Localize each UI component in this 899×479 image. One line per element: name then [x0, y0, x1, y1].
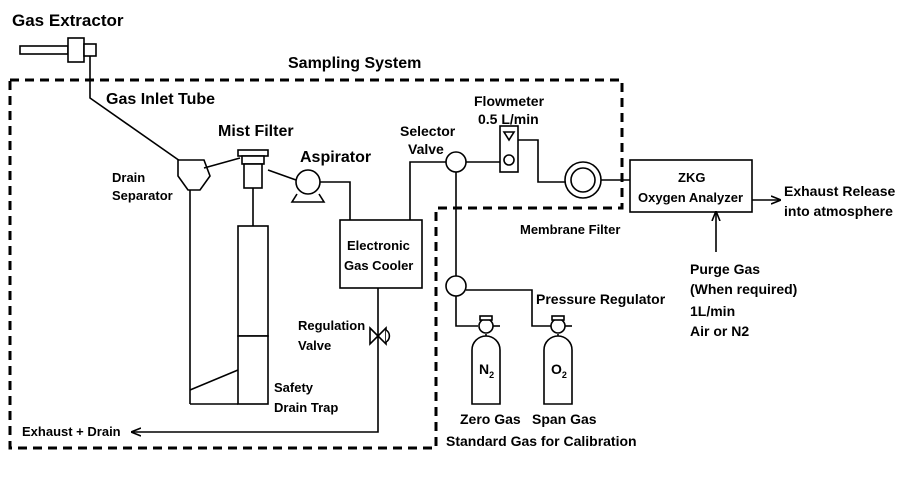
flowmeter-icon	[499, 125, 519, 173]
safety-trap-label-2: Drain Trap	[274, 400, 338, 415]
oxygen-analyzer	[629, 159, 753, 213]
purge-gas-label-2: (When required)	[690, 281, 797, 297]
selector-valve-icon	[445, 151, 467, 173]
analyzer-label-2: Oxygen Analyzer	[638, 190, 743, 205]
electronic-cooler-label-1: Electronic	[347, 238, 410, 253]
regulation-valve-icon	[369, 326, 391, 346]
selector-valve-label-1: Selector	[400, 123, 456, 139]
mist-filter-label: Mist Filter	[218, 123, 294, 140]
gas-extractor-label: Gas Extractor	[12, 11, 124, 30]
gas-inlet-tube	[89, 68, 191, 169]
safety-drain-trap-icon	[189, 225, 269, 405]
exhaust-release-label-2: into atmosphere	[784, 203, 893, 219]
electronic-cooler-label-2: Gas Cooler	[344, 258, 413, 273]
pressure-regulator-label: Pressure Regulator	[536, 291, 666, 307]
purge-gas-label-4: Air or N2	[690, 323, 749, 339]
purge-gas-label-3: 1L/min	[690, 303, 735, 319]
exhaust-release-label-1: Exhaust Release	[784, 183, 895, 199]
regulation-valve-label-2: Valve	[298, 338, 331, 353]
membrane-filter-label: Membrane Filter	[520, 222, 620, 237]
drain-separator-label-2: Separator	[112, 188, 173, 203]
n2-cylinder-icon	[471, 315, 501, 405]
sampling-system-label: Sampling System	[288, 55, 421, 72]
cyl-o2-label: O2	[551, 361, 567, 380]
aspirator-icon	[290, 169, 326, 203]
flowmeter-label-2: 0.5 L/min	[478, 111, 539, 127]
analyzer-label-1: ZKG	[678, 170, 705, 185]
standard-gas-label: Standard Gas for Calibration	[446, 433, 637, 449]
gas-inlet-tube-label: Gas Inlet Tube	[106, 91, 215, 108]
regulation-valve-label-1: Regulation	[298, 318, 365, 333]
o2-cylinder-icon	[543, 315, 573, 405]
safety-trap-label-1: Safety	[274, 380, 314, 395]
membrane-filter-icon	[564, 161, 602, 199]
span-gas-label: Span Gas	[532, 411, 597, 427]
mist-filter-icon	[237, 149, 269, 226]
drain-separator-label-1: Drain	[112, 170, 145, 185]
selector-valve-label-2: Valve	[408, 141, 444, 157]
aspirator-label: Aspirator	[300, 149, 371, 166]
cyl-n2-label: N2	[479, 361, 494, 380]
gas-extractor-icon	[19, 37, 97, 68]
calibration-valve-icon	[445, 275, 467, 297]
drain-separator-icon	[177, 159, 211, 191]
sampling-system-boundary	[8, 78, 624, 450]
exhaust-drain-label: Exhaust + Drain	[22, 424, 121, 439]
zero-gas-label: Zero Gas	[460, 411, 521, 427]
purge-gas-label-1: Purge Gas	[690, 261, 760, 277]
flowmeter-label-1: Flowmeter	[474, 93, 545, 109]
electronic-gas-cooler	[339, 219, 423, 289]
